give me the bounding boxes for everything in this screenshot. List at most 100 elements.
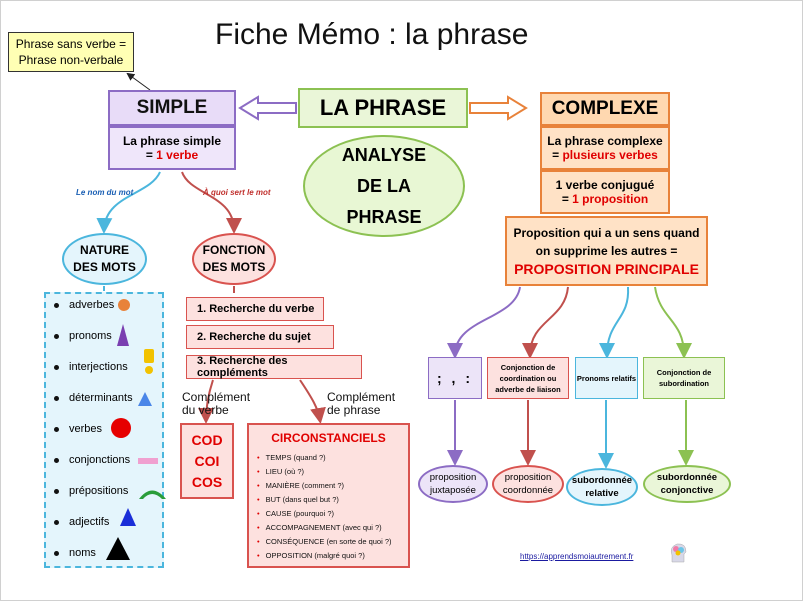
princ-line2: on supprime les autres = — [535, 244, 678, 258]
princ-line3: PROPOSITION PRINCIPALE — [514, 261, 699, 277]
nature-list: adverbes pronoms interjections détermina… — [44, 292, 166, 568]
black-triangle-icon — [106, 537, 130, 560]
relative-oval: subordonnée relative — [566, 468, 638, 506]
cod-box: COD COI COS — [180, 423, 234, 499]
complement-phrase-line2: de phrase — [327, 403, 381, 417]
list-item: •BUT (dans quel but ?) — [257, 495, 339, 504]
note-line-1: Phrase sans verbe = — [15, 37, 127, 51]
note-line-2: Phrase non-verbale — [18, 53, 124, 67]
circ-item-label: BUT (dans quel but ?) — [265, 495, 339, 504]
list-item: adverbes — [54, 299, 114, 311]
circonstanciels-box: CIRCONSTANCIELS •TEMPS (quand ?) •LIEU (… — [247, 423, 410, 568]
relative-line2: relative — [585, 488, 619, 499]
circ-title: CIRCONSTANCIELS — [271, 431, 386, 445]
conjonctive-line2: conjonctive — [660, 485, 714, 496]
complexe-def-value: plusieurs verbes — [562, 148, 658, 162]
proposition-principale-box: Proposition qui a un sens quand on suppr… — [505, 216, 708, 286]
analyse-line-1: ANALYSE — [341, 144, 427, 165]
nature-item-label: interjections — [69, 361, 128, 373]
navy-triangle-icon — [120, 508, 136, 526]
complexe-def-line2: = plusieurs verbes — [552, 148, 658, 162]
nature-title-2: DES MOTS — [73, 260, 136, 274]
nature-item-label: déterminants — [69, 392, 133, 404]
list-item: interjections — [54, 361, 128, 373]
simple-def-line1: La phrase simple — [122, 134, 222, 148]
list-item: •ACCOMPAGNEMENT (avec qui ?) — [257, 523, 382, 532]
juxtaposee-line1: proposition — [429, 472, 477, 483]
nature-item-label: verbes — [69, 423, 103, 435]
step-verbe: 1. Recherche du verbe — [186, 297, 324, 321]
list-item: •TEMPS (quand ?) — [257, 453, 326, 462]
simple-def-prefix: = — [145, 148, 157, 162]
punctuation-box: ; , : — [428, 357, 482, 399]
coordonnee-line2: coordonnée — [502, 485, 554, 496]
site-link[interactable]: https://apprendsmoiautrement.fr — [520, 552, 634, 561]
orange-circle-icon — [118, 299, 130, 311]
grammar-symbols — [106, 299, 166, 560]
simple-box: SIMPLE — [108, 90, 236, 126]
subordination-box: Conjonction de subordination — [643, 357, 725, 399]
coordonnee-line1: proposition — [504, 472, 552, 483]
step-sujet: 2. Recherche du sujet — [186, 325, 334, 349]
nature-item-label: adjectifs — [69, 516, 110, 528]
conjonctive-line1: subordonnée — [656, 472, 718, 483]
coordonnee-oval: proposition coordonnée — [492, 465, 564, 503]
complement-phrase-line1: Complément — [327, 390, 396, 404]
conjonctive-oval: subordonnée conjonctive — [643, 465, 731, 503]
list-item: •LIEU (où ?) — [257, 467, 304, 476]
nature-item-label: noms — [69, 547, 96, 559]
fonction-title-2: DES MOTS — [202, 260, 266, 274]
list-item: prépositions — [54, 485, 128, 497]
branch-label-sert: À quoi sert le mot — [203, 188, 271, 197]
complexe-verbe-line2: = 1 proposition — [562, 192, 648, 206]
list-item: conjonctions — [54, 454, 130, 466]
complement-phrase-label: Complément de phrase — [327, 391, 395, 417]
coordination-box: Conjonction de coordination ou adverbe d… — [487, 357, 569, 399]
la-phrase-box: LA PHRASE — [298, 88, 468, 128]
list-item: pronoms — [54, 330, 112, 342]
red-circle-icon — [111, 418, 131, 438]
analyse-ellipse: ANALYSE DE LA PHRASE — [303, 135, 465, 237]
list-item: noms — [54, 547, 96, 559]
nature-ellipse: NATURE DES MOTS — [62, 233, 147, 285]
circ-item-label: TEMPS (quand ?) — [265, 453, 326, 462]
pink-bar-icon — [138, 458, 158, 464]
list-item: verbes — [54, 423, 102, 435]
simple-def-value: 1 verbe — [156, 148, 199, 162]
green-arc-icon — [139, 490, 166, 499]
nature-item-label: adverbes — [69, 299, 115, 311]
complement-verbe-line1: Complément — [182, 390, 251, 404]
nature-item-label: conjonctions — [69, 454, 131, 466]
branch-label-nom: Le nom du mot — [76, 188, 134, 197]
complexe-verbe-value: 1 proposition — [572, 192, 649, 206]
nature-item-label: prépositions — [69, 485, 129, 497]
purple-triangle-icon — [117, 324, 129, 346]
complexe-def-line1: La phrase complexe — [547, 134, 663, 148]
page-title: Fiche Mémo : la phrase — [215, 18, 529, 51]
cos-label: COS — [191, 474, 223, 491]
princ-line1: Proposition qui a un sens quand — [513, 226, 700, 240]
circ-item-label: ACCOMPAGNEMENT (avec qui ?) — [265, 523, 382, 532]
circ-item-label: OPPOSITION (malgré quoi ?) — [265, 551, 365, 560]
relative-line1: subordonnée — [571, 475, 633, 486]
list-item: •OPPOSITION (malgré quoi ?) — [257, 551, 365, 560]
exclamation-icon — [144, 349, 154, 374]
fonction-title-1: FONCTION — [202, 243, 266, 257]
analyse-line-3: PHRASE — [346, 206, 422, 227]
simple-def-line2: = 1 verbe — [146, 148, 198, 162]
complexe-verbe-line1: 1 verbe conjugué — [555, 178, 655, 192]
list-item: •CONSÉQUENCE (en sorte de quoi ?) — [257, 537, 392, 546]
complexe-definition: La phrase complexe = plusieurs verbes — [540, 126, 670, 170]
cod-label: COD — [191, 431, 223, 448]
complexe-verbe-prefix: = — [561, 192, 573, 206]
step-complements: 3. Recherche des compléments — [186, 355, 362, 379]
list-item: adjectifs — [54, 516, 109, 528]
list-item: déterminants — [54, 392, 133, 404]
circ-item-label: CAUSE (pourquoi ?) — [265, 509, 335, 518]
complement-verbe-line2: du verbe — [182, 403, 229, 417]
complexe-def-prefix: = — [552, 148, 563, 162]
blue-triangle-icon — [138, 392, 152, 406]
nature-item-label: pronoms — [69, 330, 112, 342]
